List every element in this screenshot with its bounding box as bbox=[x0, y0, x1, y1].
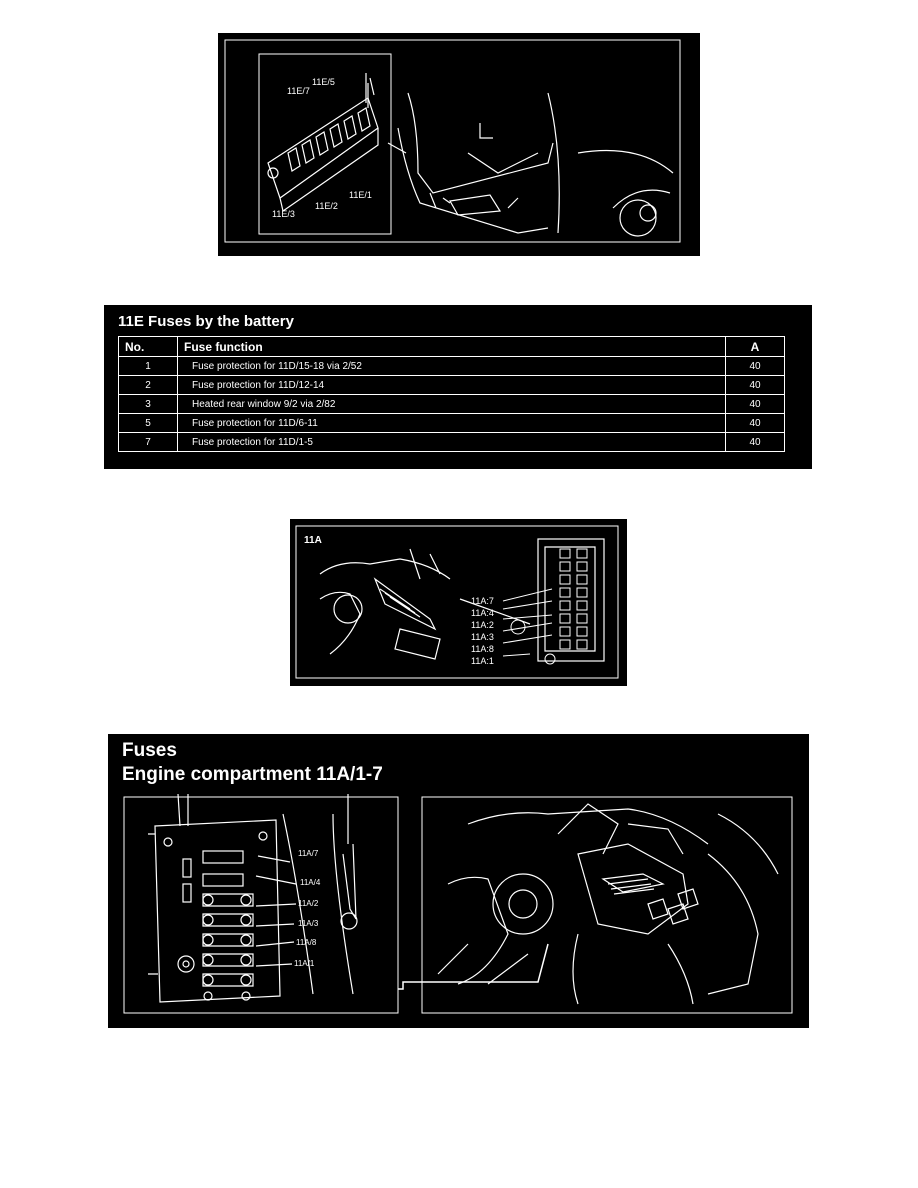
label-11a-4-fig4: 11A/4 bbox=[300, 878, 321, 887]
label-11a-1-fig4: 11A/1 bbox=[294, 959, 315, 968]
cell-amps: 40 bbox=[725, 356, 785, 376]
header-no: No. bbox=[118, 336, 178, 357]
table-title: 11E Fuses by the battery bbox=[118, 313, 294, 330]
cell-amps: 40 bbox=[725, 375, 785, 395]
header-amps: A bbox=[725, 336, 785, 357]
label-11a-7-fig4: 11A/7 bbox=[298, 849, 319, 858]
cell-no: 2 bbox=[118, 375, 178, 395]
label-11e-5: 11E/5 bbox=[312, 77, 335, 87]
fig3-title: 11A bbox=[304, 535, 322, 546]
label-11a-3: 11A:3 bbox=[471, 632, 494, 642]
cell-amps: 40 bbox=[725, 394, 785, 414]
label-11a-8: 11A:8 bbox=[471, 644, 494, 654]
cell-no: 1 bbox=[118, 356, 178, 376]
table-row: 3 Heated rear window 9/2 via 2/82 40 bbox=[118, 394, 785, 414]
fig4-subtitle: Engine compartment 11A/1-7 bbox=[122, 764, 383, 785]
label-11a-2: 11A:2 bbox=[471, 620, 494, 630]
label-11a-7: 11A:7 bbox=[471, 596, 494, 606]
header-function: Fuse function bbox=[177, 336, 726, 357]
table-row: 2 Fuse protection for 11D/12-14 40 bbox=[118, 375, 785, 395]
label-11e-3: 11E/3 bbox=[272, 209, 295, 219]
cell-amps: 40 bbox=[725, 432, 785, 452]
fuse-11e-illustration: 11E/7 11E/5 11E/3 11E/2 11E/1 bbox=[218, 33, 700, 256]
label-11a-3-fig4: 11A/3 bbox=[298, 919, 319, 928]
cell-function: Fuse protection for 11D/1-5 bbox=[177, 432, 726, 452]
fuse-11e-table-panel: 11E Fuses by the battery No. Fuse functi… bbox=[104, 305, 812, 469]
cell-no: 5 bbox=[118, 413, 178, 433]
table-row: 7 Fuse protection for 11D/1-5 40 bbox=[118, 432, 785, 452]
fuse-table: No. Fuse function A 1 Fuse protection fo… bbox=[118, 336, 785, 452]
label-11e-2: 11E/2 bbox=[315, 201, 338, 211]
label-11a-8-fig4: 11A/8 bbox=[296, 938, 317, 947]
fig4-title: Fuses bbox=[122, 740, 177, 761]
cell-no: 7 bbox=[118, 432, 178, 452]
label-11e-1: 11E/1 bbox=[349, 190, 372, 200]
label-11a-2-fig4: 11A/2 bbox=[298, 899, 319, 908]
cell-function: Fuse protection for 11D/6-11 bbox=[177, 413, 726, 433]
cell-function: Fuse protection for 11D/12-14 bbox=[177, 375, 726, 395]
fuse-11a-illustration: 11A 11A:7 11A:4 bbox=[290, 519, 627, 686]
cell-amps: 40 bbox=[725, 413, 785, 433]
cell-no: 3 bbox=[118, 394, 178, 414]
label-11e-7: 11E/7 bbox=[287, 86, 310, 96]
engine-compartment-illustration: Fuses Engine compartment 11A/1-7 bbox=[108, 734, 809, 1028]
cell-function: Heated rear window 9/2 via 2/82 bbox=[177, 394, 726, 414]
cell-function: Fuse protection for 11D/15-18 via 2/52 bbox=[177, 356, 726, 376]
table-row: 5 Fuse protection for 11D/6-11 40 bbox=[118, 413, 785, 433]
label-11a-4: 11A:4 bbox=[471, 608, 494, 618]
table-row: 1 Fuse protection for 11D/15-18 via 2/52… bbox=[118, 356, 785, 376]
table-header-row: No. Fuse function A bbox=[118, 336, 785, 357]
label-11a-1: 11A:1 bbox=[471, 656, 494, 666]
